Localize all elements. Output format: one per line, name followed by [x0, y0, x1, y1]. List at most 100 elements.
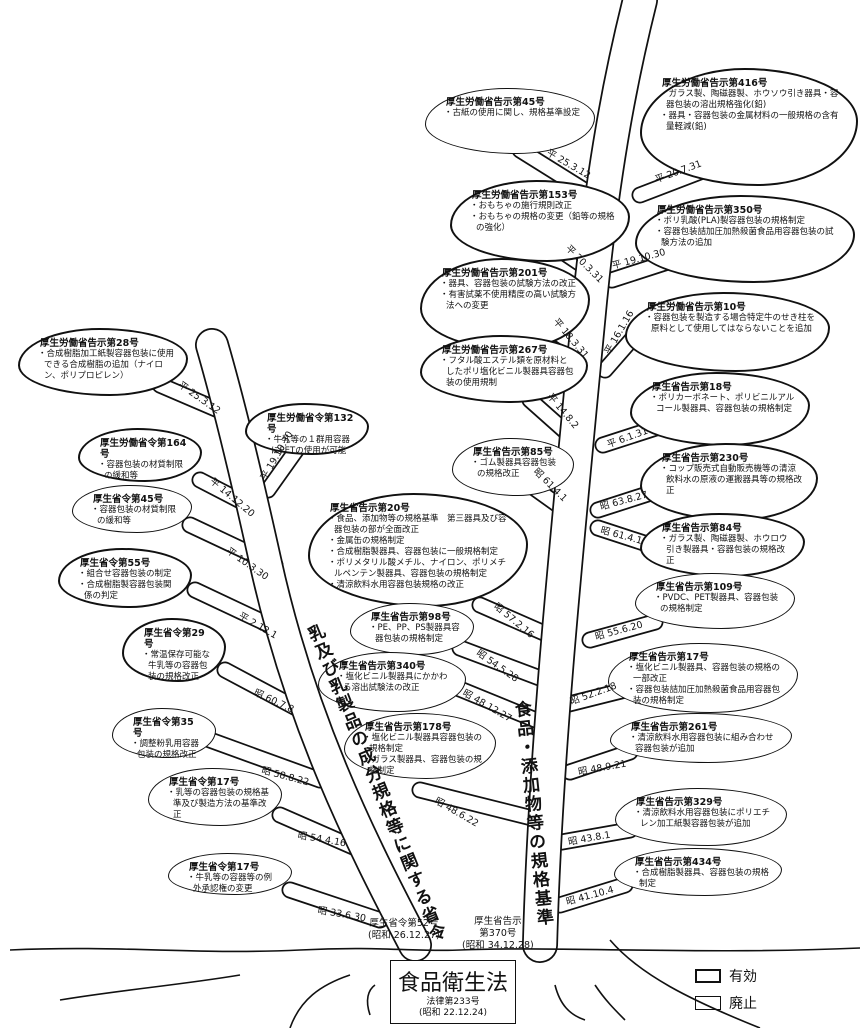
notice-item: ・ポリカーボネート、ポリビニルアルコール製器具、容器包装の規格制定 [650, 393, 795, 414]
notice-title: 厚生労働省告示第416号 [662, 78, 768, 89]
notice-cloud: 厚生労働省令第132号・牛乳等の１群用容器にPETの使用が可能 [245, 403, 369, 456]
branch [451, 639, 554, 689]
notice-item: ・ガラス製、陶磁器製、ホウロウ引き製器具・容器包装の規格改正 [660, 534, 788, 566]
notice-title: 厚生労働省告示第45号 [446, 97, 545, 108]
notice-item: ・合成樹脂加工紙製容器包装に使用できる合成樹脂の追加（ナイロン、ポリプロピレン） [38, 349, 175, 381]
notice-title: 厚生省令第17号 [169, 777, 240, 788]
notice-cloud: 厚生省令第29号・常温保存可能な牛乳等の容器包装の規格改正 [122, 618, 226, 682]
notice-cloud: 厚生省令第45号・容器包装の材質制限の緩和等 [72, 485, 192, 533]
ground-and-roots [9, 939, 861, 1028]
notice-item: ・PVDC、PET製器具、容器包装の規格制定 [654, 593, 779, 614]
notice-item: ・有害試薬不使用精度の高い試験方法への変更 [440, 290, 577, 311]
notice-cloud: 厚生省告示第85号・ゴム製器具容器包装の規格改正 [452, 438, 574, 496]
branch [216, 661, 309, 719]
notice-cloud: 厚生省告示第109号・PVDC、PET製器具、容器包装の規格制定 [635, 573, 795, 629]
notice-title: 厚生労働省令第132号 [267, 413, 354, 435]
right-trunk [522, 0, 658, 963]
notice-title: 厚生労働省告示第28号 [40, 338, 139, 349]
notice-title: 厚生労働省令第164号 [100, 438, 187, 460]
notice-cloud: 厚生省令第35号・調整粉乳用容器包装の規格改正 [112, 708, 216, 760]
notice-item: ・容器包装の材質制限の緩和等 [91, 505, 177, 526]
notice-item: ・塩化ビニル製器具、容器包装の規格の一部改正 [627, 663, 781, 684]
notice-cloud: 厚生省告示第230号・コップ販売式自動販売機等の清涼飲料水の原液の運搬器具等の規… [640, 443, 818, 521]
right-base-name-2: 第370号 [479, 928, 517, 939]
law-number: 法律第233号 [426, 997, 480, 1007]
notice-item: ・ポリ乳酸(PLA)製容器包装の規格制定 [655, 216, 806, 226]
law-box: 食品衛生法 法律第233号 (昭和 22.12.24) [390, 960, 516, 1024]
notice-item: ・清涼飲料水用容器包装規格の改正 [328, 580, 465, 590]
notice-title: 厚生省告示第18号 [652, 382, 732, 393]
notice-cloud: 厚生省令第17号・乳等の容器包装の規格基準及び製造方法の基準改正 [148, 768, 282, 826]
notice-title: 厚生省告示第329号 [636, 797, 723, 808]
branch [561, 743, 639, 781]
legend-valid: 有効 [695, 966, 757, 986]
right-trunk-base: 厚生省告示 第370号 (昭和 34.12.28) [462, 916, 534, 952]
branch [281, 881, 389, 929]
branch [551, 876, 634, 914]
notice-title: 厚生省告示第178号 [365, 722, 452, 733]
notice-item: ・乳等の容器包装の規格基準及び製造方法の基準改正 [167, 788, 270, 820]
notice-title: 厚生省告示第17号 [629, 652, 709, 663]
notice-cloud: 厚生省令第17号・牛乳等の容器等の例外承認権の変更 [168, 853, 292, 895]
notice-item: ・ポリメタリル酸メチル、ナイロン、ポリメチルペンテン製器具、容器包装の規格制定 [328, 558, 506, 579]
notice-item: ・PE、PP、PS製器具容器包装の規格制定 [369, 623, 460, 644]
notice-title: 厚生省令第45号 [93, 494, 164, 505]
notice-cloud: 厚生省令第55号・組合せ容器包装の制定・合成樹脂製容器包装関係の判定 [58, 548, 192, 608]
notice-cloud: 厚生省告示第20号・食品、添加物等の規格基準 第三器具及び容器包装の部が全面改正… [308, 493, 528, 607]
notice-item: ・容器包装を製造する場合特定牛のせき柱を原料として使用してはならないことを追加 [645, 313, 816, 334]
notice-cloud: 厚生省告示第340号・塩化ビニル製器具にかかわる溶出試験法の改正 [318, 652, 466, 712]
notice-item: ・常温保存可能な牛乳等の容器包装の規格改正 [142, 650, 211, 682]
notice-item: ・塩化ビニル製器具にかかわる溶出試験法の改正 [337, 672, 448, 693]
notice-item: ・合成樹脂製器具、容器包装に一般規格制定 [328, 547, 499, 557]
law-name: 食品衛生法 [397, 971, 508, 996]
notice-item: ・容器包装の材質制限の緩和等 [98, 460, 184, 481]
notice-item: ・合成樹脂製容器包装関係の判定 [78, 580, 172, 601]
notice-item: ・フタル酸エステル類を原材料としたポリ塩化ビニル製器具容器包装の使用規制 [440, 356, 574, 388]
notice-title: 厚生省告示第20号 [330, 503, 410, 514]
law-date: (昭和 22.12.24) [419, 1008, 487, 1018]
notice-title: 厚生省令第55号 [80, 558, 151, 569]
notice-item: ・器具、容器包装の試験方法の改正 [440, 279, 577, 289]
right-base-date: (昭和 34.12.28) [462, 940, 534, 951]
branch [201, 731, 329, 789]
notice-item: ・塩化ビニル製器具容器包装の規格制定 [363, 733, 483, 754]
notice-cloud: 厚生労働省令第164号・容器包装の材質制限の緩和等 [78, 428, 202, 482]
branch [411, 781, 549, 829]
notice-title: 厚生省告示第98号 [371, 612, 451, 623]
notice-cloud: 厚生省告示第98号・PE、PP、PS製器具容器包装の規格制定 [350, 603, 474, 655]
notice-item: ・金属缶の規格制定 [328, 536, 405, 546]
notice-cloud: 厚生省告示第17号・塩化ビニル製器具、容器包装の規格の一部改正・容器包装詰加圧加… [608, 643, 798, 713]
notice-title: 厚生省令第35号 [133, 717, 194, 739]
notice-title: 厚生省告示第261号 [631, 722, 718, 733]
legend-abolished: 廃止 [695, 993, 757, 1013]
notice-item: ・ガラス製器具、容器包装の規格制定 [363, 755, 482, 776]
notice-title: 厚生労働省告示第267号 [442, 345, 548, 356]
legend-abolished-swatch [695, 996, 721, 1010]
notice-item: ・おもちゃの規格の変更（鉛等の規格の強化） [470, 212, 615, 233]
notice-item: ・牛乳等の１群用容器にPETの使用が可能 [265, 435, 351, 456]
notice-item: ・器具・容器包装の金属材料の一般規格の含有量軽減(鉛) [660, 111, 839, 132]
notice-item: ・容器包装詰加圧加熱殺菌食品用容器包装の試験方法の追加 [655, 227, 834, 248]
notice-title: 厚生労働省告示第153号 [472, 190, 578, 201]
notice-item: ・牛乳等の容器等の例外承認権の変更 [187, 873, 273, 894]
notice-item: ・清涼飲料水用容器包装にポリエチレン加工紙製容器包装が追加 [634, 808, 771, 829]
notice-item: ・ガラス製、陶磁器製、ホウソウ引き器具・容器包装の溶出規格強化(鉛) [660, 89, 839, 110]
notice-title: 厚生省令第29号 [144, 628, 205, 650]
notice-cloud: 厚生労働省告示第45号・古紙の使用に関し、規格基準設定 [425, 88, 595, 154]
notice-cloud: 厚生省告示第329号・清涼飲料水用容器包装にポリエチレン加工紙製容器包装が追加 [615, 788, 787, 846]
notice-title: 厚生省告示第340号 [339, 661, 426, 672]
legend-valid-label: 有効 [729, 969, 757, 985]
notice-title: 厚生労働省告示第201号 [442, 268, 548, 279]
branch [441, 676, 557, 734]
notice-item: ・食品、添加物等の規格基準 第三器具及び容器包装の部が全面改正 [328, 514, 507, 535]
notice-cloud: 厚生労働省告示第153号・おもちゃの施行規則改正・おもちゃの規格の変更（鉛等の規… [450, 180, 630, 262]
notice-cloud: 厚生省告示第261号・清涼飲料水用容器包装に組み合わせ容器包装が追加 [610, 713, 792, 763]
right-base-name-1: 厚生省告示 [474, 916, 522, 927]
notice-item: ・容器包装詰加圧加熱殺菌食品用容器包装の規格制定 [627, 685, 781, 706]
branch [581, 613, 664, 649]
notice-title: 厚生省告示第230号 [662, 453, 749, 464]
notice-cloud: 厚生労働省告示第10号・容器包装を製造する場合特定牛のせき柱を原料として使用して… [625, 292, 830, 372]
notice-item: ・ゴム製器具容器包装の規格改正 [471, 458, 557, 479]
notice-title: 厚生省告示第434号 [635, 857, 722, 868]
